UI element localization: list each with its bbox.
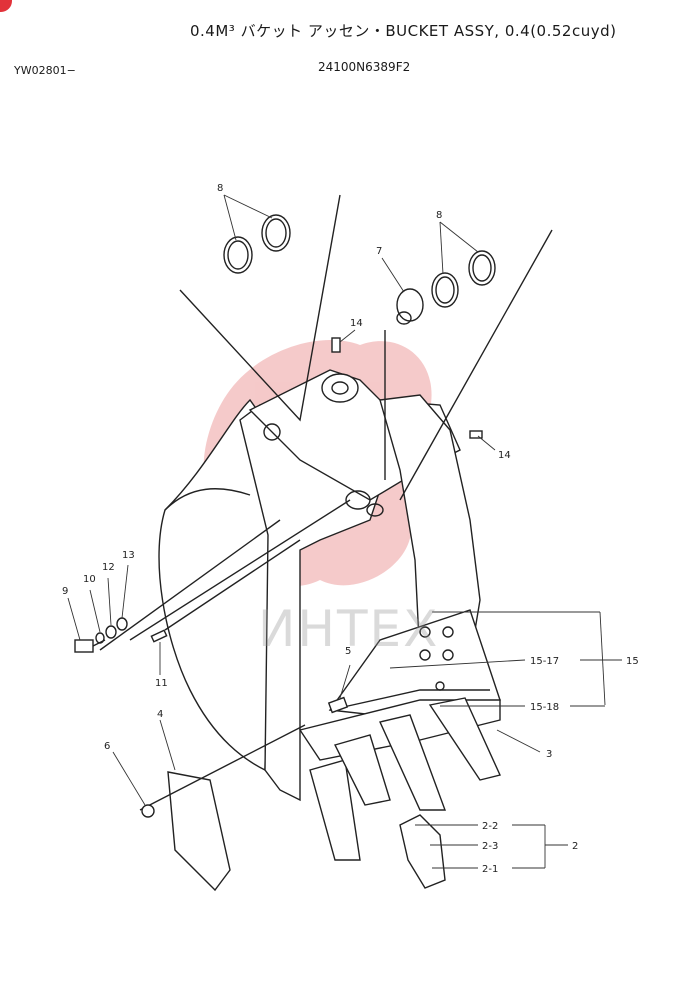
- callout-9: 9: [62, 586, 68, 597]
- part-number: 24100N6389F2: [318, 60, 411, 74]
- callout-2-3: 2-3: [482, 841, 498, 852]
- tooth-3: [379, 714, 447, 811]
- callout-8-left: 8: [217, 183, 223, 194]
- tooth-2: [333, 734, 391, 806]
- leader-lines: [67, 194, 622, 869]
- callout-2-2: 2-2: [482, 821, 498, 832]
- callout-15-17: 15-17: [530, 656, 559, 667]
- callout-11: 11: [155, 678, 168, 689]
- callout-6: 6: [104, 741, 110, 752]
- callout-13: 13: [122, 550, 135, 561]
- callout-8-right: 8: [436, 210, 442, 221]
- callout-15: 15: [626, 656, 639, 667]
- side-cutter: [167, 771, 231, 892]
- page-title: 0.4M³ バケット アッセン・BUCKET ASSY, 0.4(0.52cuy…: [190, 22, 617, 40]
- callout-2: 2: [572, 841, 578, 852]
- tooth-1: [309, 759, 361, 861]
- bucket-linework: [74, 194, 553, 892]
- callout-14-top: 14: [350, 318, 363, 329]
- callout-12: 12: [102, 562, 115, 573]
- callout-2-1: 2-1: [482, 864, 498, 875]
- watermark-text: ИНТЕХ: [258, 600, 440, 658]
- callout-3: 3: [546, 749, 552, 760]
- callout-14-right: 14: [498, 450, 511, 461]
- model-code: YW02801−: [14, 64, 76, 77]
- callout-4: 4: [157, 709, 163, 720]
- callout-5: 5: [345, 646, 351, 657]
- callout-10: 10: [83, 574, 96, 585]
- loose-tooth: [399, 814, 446, 889]
- callout-labels: 8 8 7 14 14 9 10 12 13 11 5 4 6 15-17 15…: [62, 183, 639, 875]
- callout-7: 7: [376, 246, 382, 257]
- callout-15-18: 15-18: [530, 702, 559, 713]
- tooth-4: [428, 697, 501, 781]
